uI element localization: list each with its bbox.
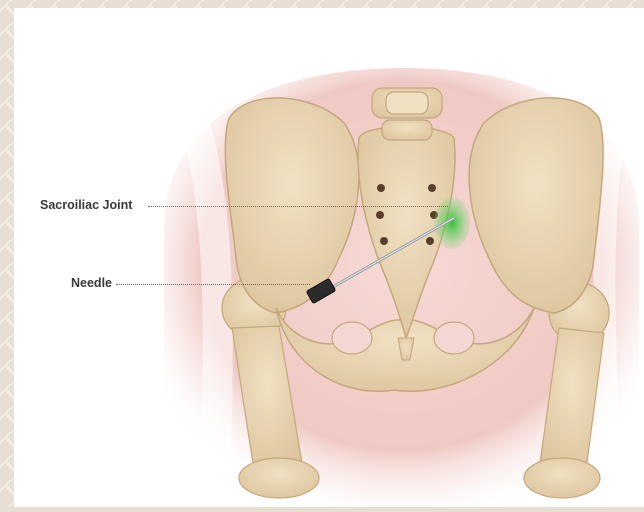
lumbar-vertebra (372, 88, 442, 140)
illustration-panel: Sacroiliac Joint Needle (14, 8, 644, 507)
needle-label: Needle (71, 276, 112, 290)
pelvis-illustration (14, 8, 644, 507)
needle-leader-line (116, 284, 310, 285)
sacroiliac-leader-line (148, 206, 448, 207)
injection-site-highlight (434, 197, 470, 249)
sacroiliac-joint-label: Sacroiliac Joint (40, 198, 132, 212)
